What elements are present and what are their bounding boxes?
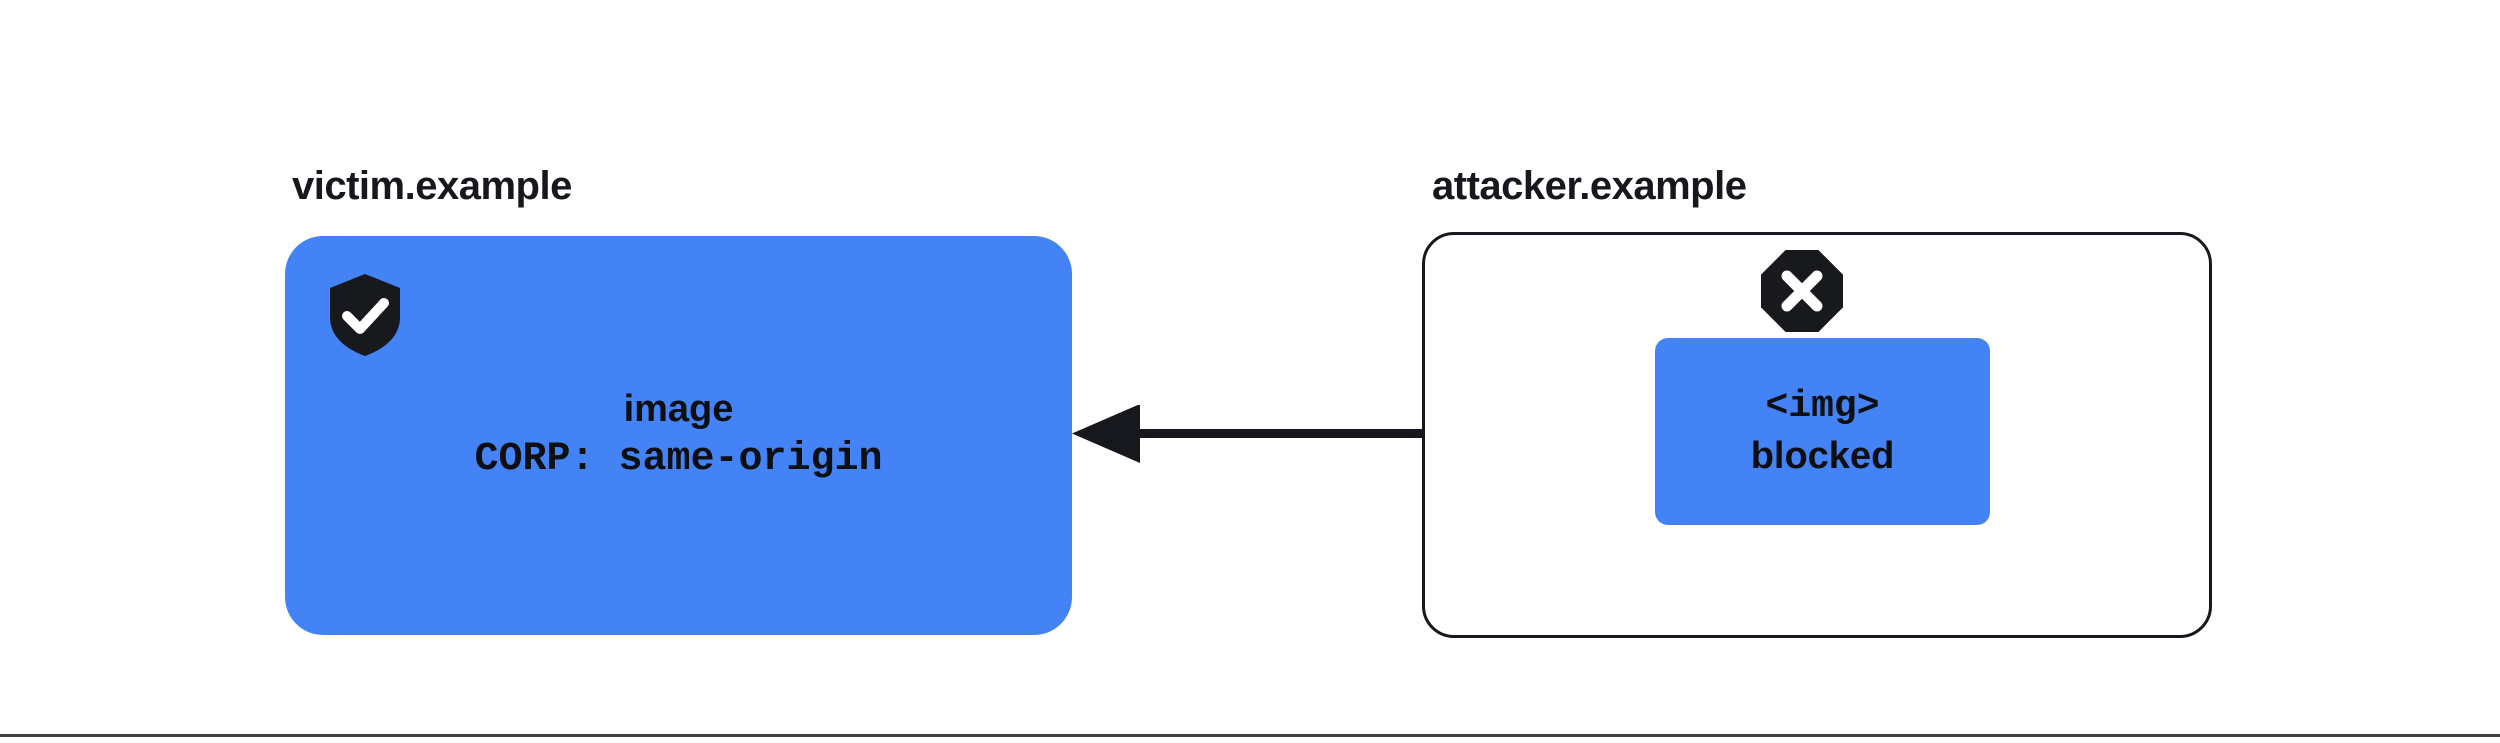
victim-resource-name: image [623, 387, 734, 430]
attacker-origin-label: attacker.example [1432, 164, 1747, 208]
blocked-image-card: <img> blocked [1655, 338, 1990, 525]
octagon-x-icon [1760, 249, 1844, 333]
victim-corp-header: CORP: same-origin [474, 437, 883, 483]
arrow-left-icon [1070, 404, 1660, 463]
blocked-element-tag: <img> [1765, 385, 1880, 429]
blocked-element-status: blocked [1750, 434, 1895, 477]
victim-origin-panel: image CORP: same-origin [285, 236, 1072, 635]
shield-check-icon [328, 273, 402, 357]
victim-resource-text: image CORP: same-origin [285, 236, 1072, 635]
victim-origin-label: victim.example [292, 164, 572, 208]
bottom-divider [0, 734, 2500, 737]
